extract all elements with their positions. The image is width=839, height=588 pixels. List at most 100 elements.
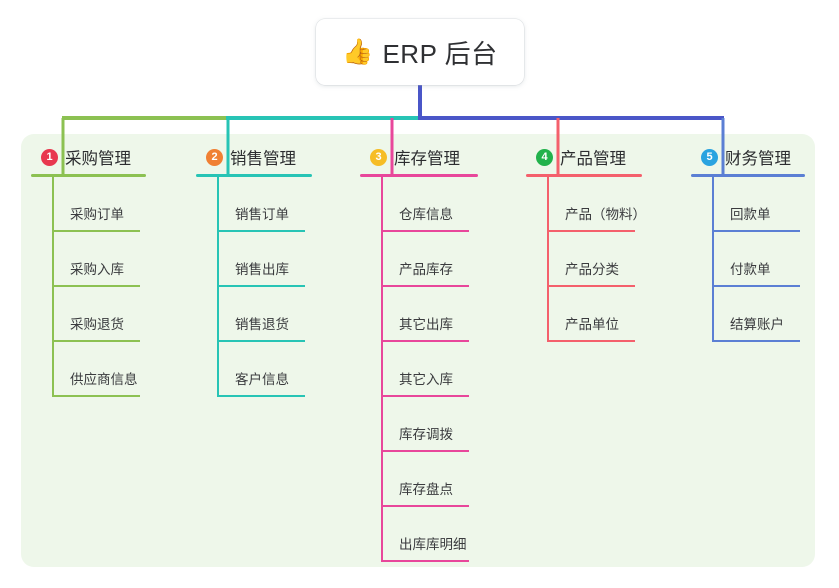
branch-items-5: 回款单付款单结算账户: [712, 177, 805, 342]
branch-head-rule-2: [196, 174, 312, 177]
branch-item-label: 产品分类: [565, 262, 619, 277]
branch-spine-4: [547, 177, 549, 342]
branch-item-rule: [381, 230, 469, 232]
branch-label-4: 产品管理: [560, 150, 626, 168]
branch-spine-1: [52, 177, 54, 397]
branch-item-rule: [547, 285, 635, 287]
branch-items-1: 采购订单采购入库采购退货供应商信息: [52, 177, 146, 397]
branch-header-3[interactable]: 3 库存管理: [360, 144, 478, 170]
branch-item[interactable]: 销售出库: [217, 232, 312, 287]
branch-item-rule: [381, 340, 469, 342]
branch-item-label: 采购订单: [70, 207, 124, 222]
branch-badge-1: 1: [41, 148, 58, 166]
branch-header-1[interactable]: 1 采购管理: [31, 144, 146, 170]
root-node-title: ERP 后台: [382, 38, 498, 69]
branch-item-label: 销售订单: [235, 207, 289, 222]
branch-item[interactable]: 仓库信息: [381, 177, 478, 232]
branch-item[interactable]: 库存盘点: [381, 452, 478, 507]
branch-head-rule-1: [31, 174, 146, 177]
branches-backdrop-panel: [21, 134, 815, 567]
branch-item-label: 销售退货: [235, 317, 289, 332]
branch-item[interactable]: 其它入库: [381, 342, 478, 397]
branch-item[interactable]: 结算账户: [712, 287, 805, 342]
branch-header-2[interactable]: 2 销售管理: [196, 144, 312, 170]
branch-item-label: 产品库存: [399, 262, 453, 277]
branch-head-rule-3: [360, 174, 478, 177]
branch-2[interactable]: 2 销售管理销售订单销售出库销售退货客户信息: [196, 144, 312, 397]
branch-spine-3: [381, 177, 383, 562]
branch-item[interactable]: 供应商信息: [52, 342, 146, 397]
branch-item-label: 产品单位: [565, 317, 619, 332]
branch-item-rule: [52, 340, 140, 342]
branch-item-label: 出库库明细: [399, 537, 467, 552]
branch-item[interactable]: 付款单: [712, 232, 805, 287]
branch-badge-5: 5: [701, 148, 718, 166]
branch-head-rule-4: [526, 174, 642, 177]
branch-item-rule: [381, 285, 469, 287]
branch-header-5[interactable]: 5 财务管理: [691, 144, 805, 170]
branch-item-label: 客户信息: [235, 372, 289, 387]
root-node-card[interactable]: 👍 ERP 后台: [316, 19, 524, 85]
branch-item-label: 其它入库: [399, 372, 453, 387]
branch-item[interactable]: 产品单位: [547, 287, 642, 342]
branch-header-4[interactable]: 4 产品管理: [526, 144, 642, 170]
branch-spine-2: [217, 177, 219, 397]
branch-item[interactable]: 采购入库: [52, 232, 146, 287]
branch-item[interactable]: 销售退货: [217, 287, 312, 342]
branch-item[interactable]: 库存调拨: [381, 397, 478, 452]
branch-4[interactable]: 4 产品管理产品（物料） 产品分类产品单位: [526, 144, 646, 342]
branch-item-rule: [547, 340, 635, 342]
branch-item-rule: [217, 285, 305, 287]
branch-item-label: 供应商信息: [70, 372, 138, 387]
branch-item[interactable]: 回款单: [712, 177, 805, 232]
branch-item[interactable]: 采购退货: [52, 287, 146, 342]
branch-5[interactable]: 5 财务管理回款单付款单结算账户: [691, 144, 805, 342]
branch-label-1: 采购管理: [65, 150, 131, 168]
branch-item-rule: [217, 230, 305, 232]
root-node-content: 👍 ERP 后台: [342, 34, 497, 71]
branch-item-label: 结算账户: [730, 317, 784, 332]
branch-item[interactable]: 销售订单: [217, 177, 312, 232]
branch-label-3: 库存管理: [394, 150, 460, 168]
branch-item-label: 其它出库: [399, 317, 453, 332]
branch-label-5: 财务管理: [725, 150, 791, 168]
branch-head-rule-5: [691, 174, 805, 177]
branch-item-rule: [712, 285, 800, 287]
branch-item-rule: [381, 560, 469, 562]
branch-item-label: 采购退货: [70, 317, 124, 332]
branch-badge-2: 2: [206, 148, 223, 166]
branch-item[interactable]: 出库库明细: [381, 507, 478, 562]
branch-label-2: 销售管理: [230, 150, 296, 168]
branch-item-label: 库存盘点: [399, 482, 453, 497]
branch-item-rule: [217, 395, 305, 397]
branch-item[interactable]: 产品库存: [381, 232, 478, 287]
branch-item-rule: [381, 450, 469, 452]
branch-1[interactable]: 1 采购管理采购订单采购入库采购退货供应商信息: [31, 144, 146, 397]
branch-item-rule: [547, 230, 635, 232]
branch-items-4: 产品（物料） 产品分类产品单位: [547, 177, 646, 342]
branch-item-rule: [381, 395, 469, 397]
branch-badge-3: 3: [370, 148, 387, 166]
branch-item[interactable]: 其它出库: [381, 287, 478, 342]
branch-items-2: 销售订单销售出库销售退货客户信息: [217, 177, 312, 397]
branch-item-label: 库存调拨: [399, 427, 453, 442]
branch-item[interactable]: 客户信息: [217, 342, 312, 397]
branch-item-label: 销售出库: [235, 262, 289, 277]
branch-items-3: 仓库信息产品库存其它出库其它入库库存调拨库存盘点出库库明细: [381, 177, 478, 562]
branch-3[interactable]: 3 库存管理仓库信息产品库存其它出库其它入库库存调拨库存盘点出库库明细: [360, 144, 478, 562]
branch-badge-4: 4: [536, 148, 553, 166]
branch-item[interactable]: 产品分类: [547, 232, 642, 287]
branch-item-rule: [712, 340, 800, 342]
branch-item[interactable]: 产品（物料）: [547, 177, 646, 232]
branch-item-label: 产品（物料）: [565, 207, 646, 222]
branch-item-label: 付款单: [730, 262, 771, 277]
thumbs-up-icon: 👍: [342, 37, 374, 66]
branch-item-label: 仓库信息: [399, 207, 453, 222]
branch-item-rule: [52, 285, 140, 287]
branch-item[interactable]: 采购订单: [52, 177, 146, 232]
branch-item-rule: [381, 505, 469, 507]
branch-item-rule: [217, 340, 305, 342]
branch-item-rule: [52, 230, 140, 232]
branch-item-rule: [712, 230, 800, 232]
